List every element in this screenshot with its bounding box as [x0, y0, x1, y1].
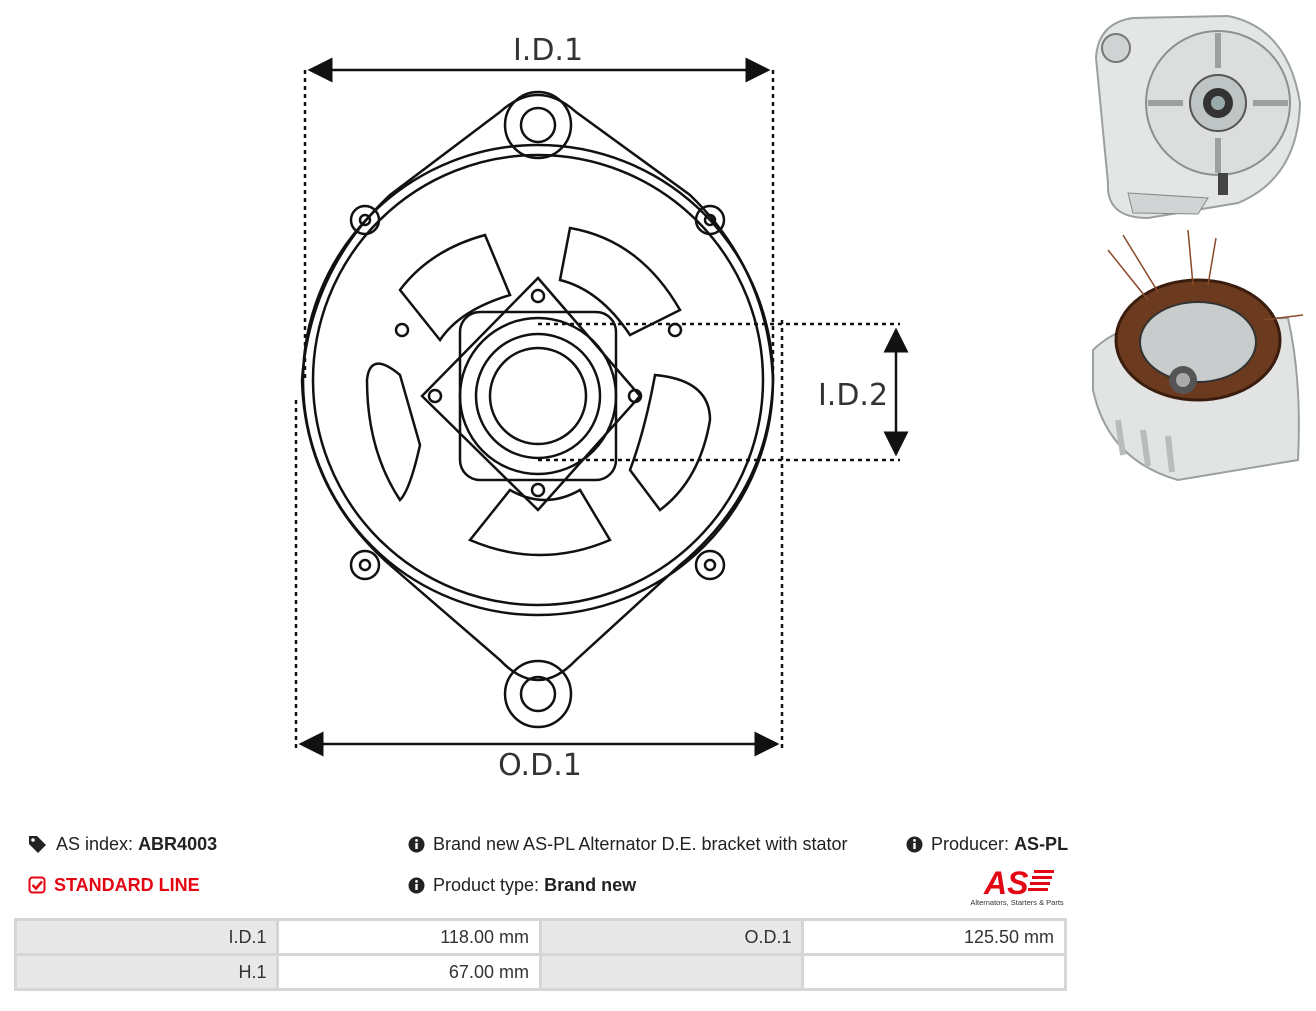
- svg-text:Alternators, Starters & Parts: Alternators, Starters & Parts: [970, 898, 1064, 907]
- bracket-photo[interactable]: [1088, 8, 1308, 220]
- table-row: H.1 67.00 mm: [17, 956, 1064, 988]
- check-square-icon: [28, 876, 46, 894]
- param-key: O.D.1: [541, 921, 802, 953]
- svg-text:AS: AS: [983, 865, 1029, 901]
- param-value: 67.00 mm: [279, 956, 539, 988]
- product-type: Product type: Brand new: [408, 874, 636, 896]
- info-circle-icon: [408, 836, 425, 853]
- info-circle-icon: [906, 836, 923, 853]
- dim-label-id2: I.D.2: [818, 378, 888, 413]
- producer: Producer: AS-PL: [906, 833, 1068, 855]
- standard-line-label: STANDARD LINE: [54, 875, 200, 895]
- param-value: 125.50 mm: [804, 921, 1064, 953]
- stator-photo[interactable]: [1088, 230, 1308, 490]
- param-key: I.D.1: [17, 921, 277, 953]
- as-pl-logo: AS Alternators, Starters & Parts: [970, 865, 1064, 907]
- as-index-value: ABR4003: [138, 834, 218, 854]
- info-circle-icon: [408, 877, 425, 894]
- parameters-table: I.D.1 118.00 mm O.D.1 125.50 mm H.1 67.0…: [14, 918, 1067, 991]
- as-index: AS index: ABR4003: [28, 833, 217, 855]
- param-key: H.1: [17, 956, 277, 988]
- standard-line-badge: STANDARD LINE: [28, 874, 200, 896]
- as-index-label: AS index:: [56, 834, 134, 854]
- product-type-label: Product type:: [433, 875, 540, 895]
- description-text: Brand new AS-PL Alternator D.E. bracket …: [433, 834, 848, 854]
- param-value: 118.00 mm: [279, 921, 539, 953]
- technical-drawing: I.D.1 O.D.1 I.D.2: [294, 33, 909, 783]
- dim-label-od1: O.D.1: [498, 748, 582, 783]
- tags-icon: [29, 836, 46, 853]
- product-type-value: Brand new: [544, 875, 637, 895]
- table-row: I.D.1 118.00 mm O.D.1 125.50 mm: [17, 921, 1064, 953]
- product-description: Brand new AS-PL Alternator D.E. bracket …: [408, 833, 848, 855]
- producer-value: AS-PL: [1014, 834, 1069, 854]
- param-value: [804, 956, 1064, 988]
- producer-label: Producer:: [931, 834, 1010, 854]
- dim-label-id1: I.D.1: [513, 33, 583, 68]
- param-key: [541, 956, 802, 988]
